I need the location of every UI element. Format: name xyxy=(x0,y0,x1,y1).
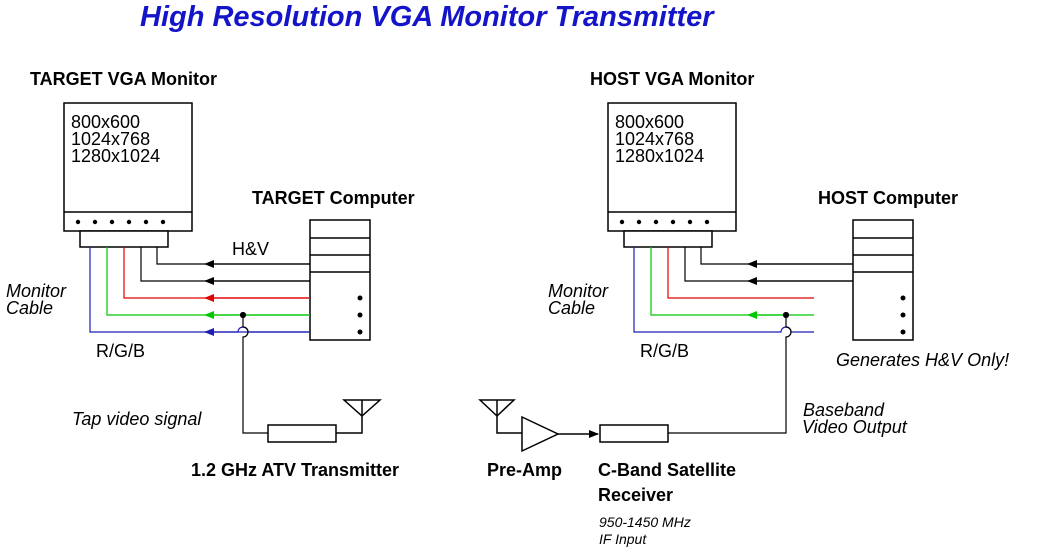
if-label-2: IF Input xyxy=(599,531,647,547)
receiver-label-1: C-Band Satellite xyxy=(598,460,736,480)
baseband-line xyxy=(668,311,792,434)
host-h-wire xyxy=(700,247,853,265)
target-side: TARGET VGA Monitor 800x600 1024x768 1280… xyxy=(6,69,415,480)
target-hv-label: H&V xyxy=(232,239,269,259)
atv-transmitter xyxy=(267,415,363,443)
host-resolution-2: 1024x768 xyxy=(615,129,694,149)
tap-video-signal-label: Tap video signal xyxy=(72,409,202,429)
host-red-wire xyxy=(667,247,814,299)
satellite-receiver-box xyxy=(599,424,669,443)
target-monitor-title: TARGET VGA Monitor xyxy=(30,69,217,89)
receiver-label-2: Receiver xyxy=(598,485,673,505)
host-blue-wire xyxy=(633,247,814,333)
target-red-wire xyxy=(123,247,310,299)
target-cable-label-2: Cable xyxy=(6,298,53,318)
host-cable-label-2: Cable xyxy=(548,298,595,318)
generates-hv-label: Generates H&V Only! xyxy=(836,350,1009,370)
receiver-antenna-icon xyxy=(478,399,516,418)
host-monitor: 800x600 1024x768 1280x1024 xyxy=(607,102,737,248)
host-side: HOST VGA Monitor 800x600 1024x768 1280x1… xyxy=(478,69,1009,547)
tap-line xyxy=(239,311,268,434)
host-cable-label-1: Monitor xyxy=(548,281,609,301)
target-resolution-3: 1280x1024 xyxy=(71,146,160,166)
diagram-title: High Resolution VGA Monitor Transmitter xyxy=(140,1,715,33)
target-monitor: 800x600 1024x768 1280x1024 xyxy=(63,102,193,248)
baseband-label-2: Video Output xyxy=(802,417,908,437)
preamp-chain xyxy=(496,415,669,453)
target-rgb-label: R/G/B xyxy=(96,341,145,361)
target-blue-wire xyxy=(89,247,310,333)
transmitter-antenna-icon xyxy=(342,399,382,418)
host-rgb-label: R/G/B xyxy=(640,341,689,361)
host-cable-wires xyxy=(633,247,853,333)
baseband-label-1: Baseband xyxy=(803,400,885,420)
target-computer-title: TARGET Computer xyxy=(252,188,415,208)
host-computer xyxy=(852,219,914,341)
host-monitor-title: HOST VGA Monitor xyxy=(590,69,754,89)
target-resolution-1: 800x600 xyxy=(71,112,140,132)
host-resolution-3: 1280x1024 xyxy=(615,146,704,166)
host-computer-title: HOST Computer xyxy=(818,188,958,208)
preamp-label: Pre-Amp xyxy=(487,460,562,480)
target-cable-wires xyxy=(89,247,310,336)
preamp-amplifier-icon xyxy=(521,415,560,453)
host-resolution-1: 800x600 xyxy=(615,112,684,132)
target-computer xyxy=(309,219,371,341)
target-cable-label-1: Monitor xyxy=(6,281,67,301)
target-resolution-2: 1024x768 xyxy=(71,129,150,149)
atv-transmitter-label: 1.2 GHz ATV Transmitter xyxy=(191,460,399,480)
if-label-1: 950-1450 MHz xyxy=(599,514,691,530)
